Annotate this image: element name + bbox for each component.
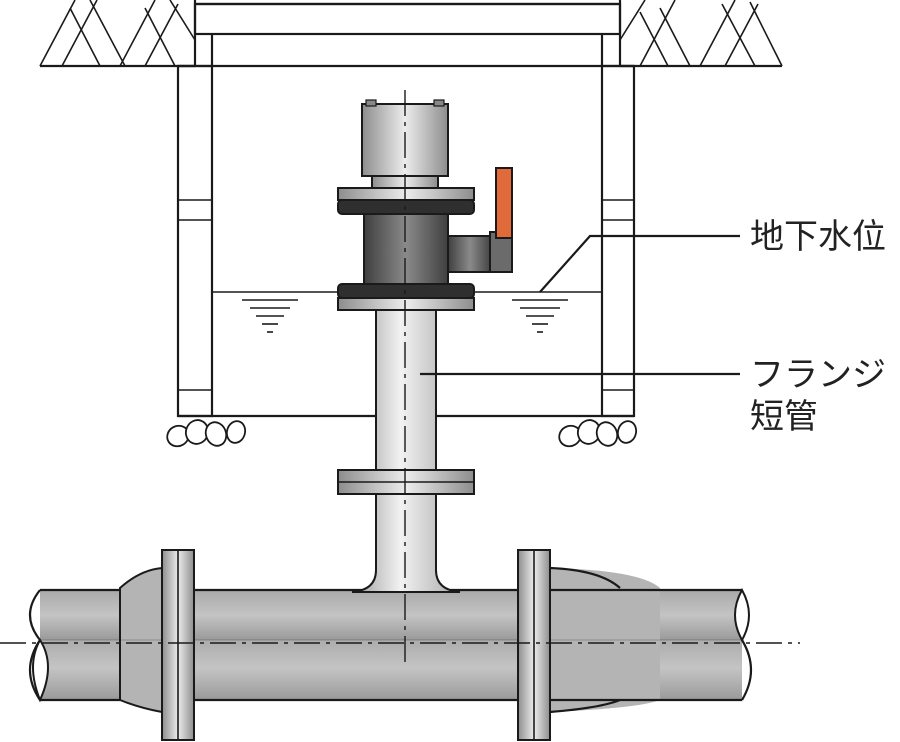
ball-valve-handle-icon (495, 167, 513, 239)
ground-hatch-left (39, 0, 197, 68)
label-flange-short-pipe-line1: フランジ (750, 355, 886, 395)
water-level-symbol-icon (512, 299, 568, 333)
chamber-wall-left (176, 64, 214, 418)
water-level-symbol-icon (242, 299, 298, 333)
ground-hatch-right (618, 0, 783, 68)
valve-assembly (337, 99, 513, 311)
ground-hatch-icon (39, 0, 196, 67)
gravel-stones-icon (166, 419, 247, 448)
manhole-cover-frame (193, 2, 622, 66)
riser-pipe (351, 309, 461, 593)
leader-groundwater (539, 234, 740, 293)
chamber-wall-right (600, 64, 636, 418)
main-pipe (28, 566, 752, 714)
pipe-flange-right (517, 549, 551, 741)
gravel-stones-icon (558, 419, 638, 448)
label-flange-short-pipe-line2: 短管 (750, 397, 818, 437)
label-groundwater-level: 地下水位 (750, 217, 886, 257)
pipe-flange-left (161, 549, 195, 741)
riser-flange-mid (337, 469, 475, 495)
